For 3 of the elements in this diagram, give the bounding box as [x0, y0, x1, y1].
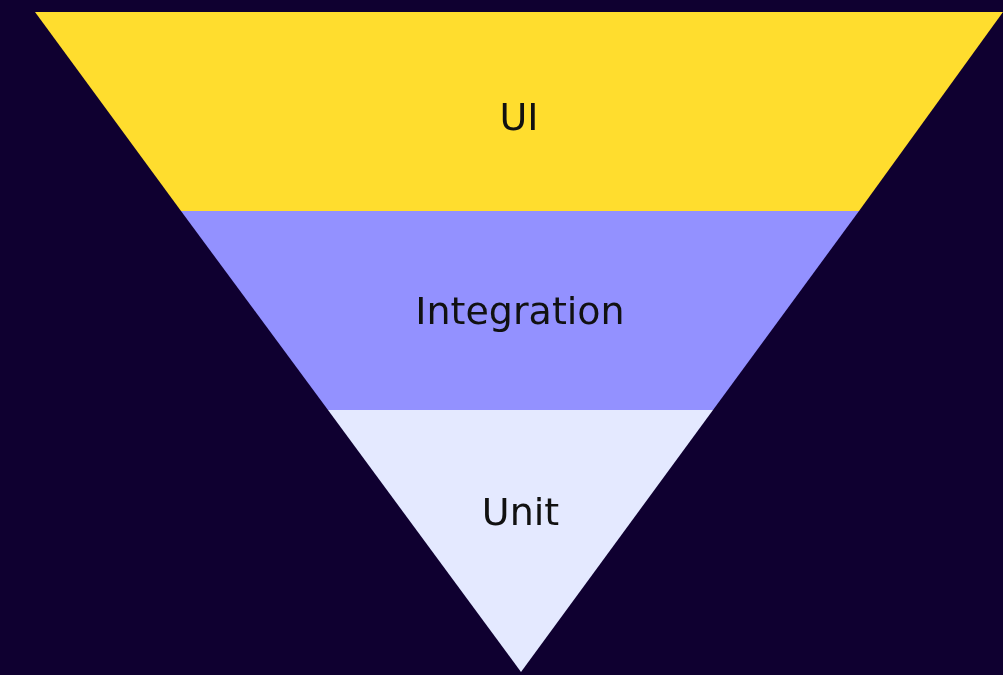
band-label: Unit — [481, 490, 560, 534]
band-label: UI — [499, 95, 539, 139]
band-label: Integration — [415, 289, 625, 333]
